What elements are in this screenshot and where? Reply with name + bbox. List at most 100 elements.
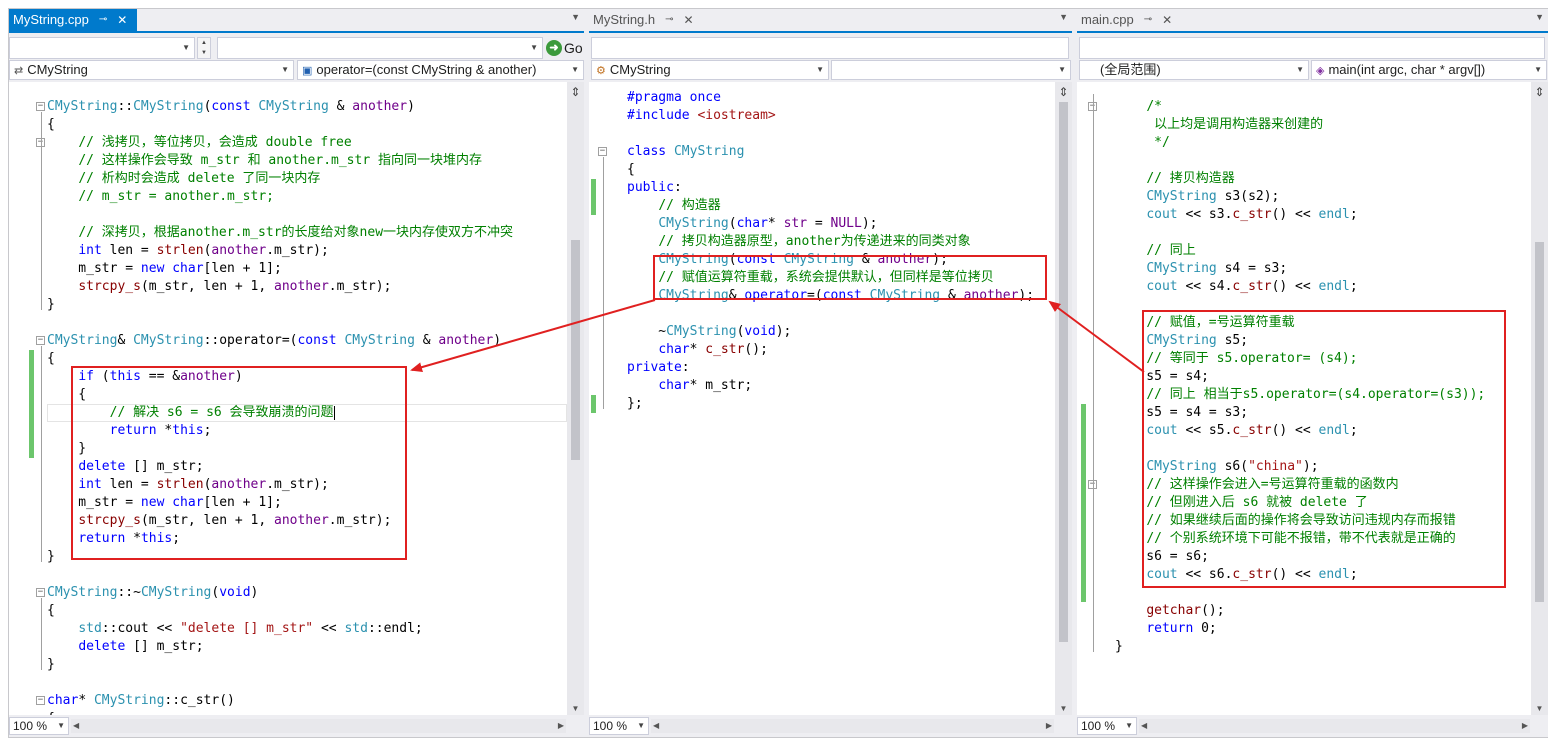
class-combo[interactable]: ⚙CMyString▼: [591, 60, 829, 80]
scroll-thumb[interactable]: [571, 240, 580, 460]
code-line[interactable]: strcpy_s(m_str, len + 1, another.m_str);: [78, 279, 392, 294]
code-line[interactable]: return *this;: [78, 531, 181, 546]
code-line[interactable]: CMyString::CMyString(const CMyString & a…: [47, 99, 415, 114]
code-line[interactable]: // 拷贝构造器原型，another为传递进来的同类对象: [658, 234, 971, 249]
scroll-left-icon[interactable]: ◀: [653, 721, 660, 730]
splitter-icon[interactable]: ⇕: [570, 85, 581, 99]
code-line[interactable]: // 同上: [1146, 243, 1196, 258]
code-line[interactable]: class CMyString: [627, 144, 745, 159]
scroll-down-icon[interactable]: ▼: [1535, 704, 1544, 713]
pin-icon[interactable]: ⊸: [665, 14, 674, 25]
horizontal-scrollbar[interactable]: ◀▶: [651, 719, 1054, 733]
code-line[interactable]: return 0;: [1146, 621, 1217, 636]
code-line[interactable]: // 赋值，=号运算符重载: [1146, 315, 1295, 330]
go-button[interactable]: ➜ Go: [546, 37, 583, 59]
find-combo[interactable]: [591, 37, 1069, 59]
code-line[interactable]: int len = strlen(another.m_str);: [78, 477, 329, 492]
scroll-down-icon[interactable]: ▼: [1059, 704, 1068, 713]
code-line[interactable]: cout << s3.c_str() << endl;: [1146, 207, 1358, 222]
collapse-toggle-icon[interactable]: −: [36, 138, 45, 147]
code-line[interactable]: ~CMyString(void);: [627, 324, 792, 339]
code-line[interactable]: CMyString(char* str = NULL);: [658, 216, 878, 231]
collapse-toggle-icon[interactable]: −: [598, 146, 607, 156]
zoom-combo[interactable]: 100 %▼: [589, 717, 649, 735]
code-line[interactable]: // 拷贝构造器: [1146, 171, 1235, 186]
code-editor[interactable]: − #pragma once#include <iostream>class C…: [589, 82, 1055, 715]
code-line[interactable]: // 个别系统环境下可能不报错，带不代表就是正确的: [1146, 531, 1456, 546]
tab-dropdown-icon[interactable]: ▼: [1535, 12, 1544, 22]
scope-combo[interactable]: (全局范围)▼: [1079, 60, 1309, 80]
code-line[interactable]: cout << s4.c_str() << endl;: [1146, 279, 1358, 294]
code-line[interactable]: }: [47, 441, 87, 456]
close-icon[interactable]: ✕: [683, 13, 694, 27]
close-icon[interactable]: ✕: [117, 13, 128, 27]
code-line[interactable]: // 赋值运算符重载，系统会提供默认，但同样是等位拷贝: [658, 270, 994, 285]
code-line[interactable]: getchar();: [1146, 603, 1225, 618]
tab-mystring-h[interactable]: MyString.h ⊸ ✕: [589, 9, 704, 31]
collapse-toggle-icon[interactable]: −: [36, 335, 45, 345]
horizontal-scrollbar[interactable]: ◀▶: [71, 719, 566, 733]
code-line[interactable]: s6 = s6;: [1115, 549, 1209, 564]
scroll-right-icon[interactable]: ▶: [557, 721, 564, 730]
collapse-toggle-icon[interactable]: −: [36, 101, 45, 111]
find-combo-1[interactable]: ▼: [9, 37, 195, 59]
collapse-toggle-icon[interactable]: −: [1088, 480, 1097, 489]
code-line[interactable]: // 析构时会造成 delete 了同一块内存: [78, 171, 321, 186]
zoom-combo[interactable]: 100 %▼: [1077, 717, 1137, 735]
code-line[interactable]: char* c_str();: [658, 342, 768, 357]
code-line[interactable]: // 这样操作会进入=号运算符重载的函数内: [1146, 477, 1399, 492]
scroll-right-icon[interactable]: ▶: [1521, 721, 1528, 730]
tab-dropdown-icon[interactable]: ▼: [1059, 12, 1068, 22]
tab-main-cpp[interactable]: main.cpp ⊸ ✕: [1077, 9, 1182, 31]
code-editor[interactable]: − − /* 以上均是调用构造器来创建的 */ // 拷贝构造器 CMyStrin…: [1077, 82, 1531, 715]
code-line[interactable]: CMyString s3(s2);: [1146, 189, 1280, 204]
code-line[interactable]: CMyString s6("china");: [1146, 459, 1319, 474]
code-line[interactable]: m_str = new char[len + 1];: [47, 495, 282, 510]
code-line[interactable]: // 同上 相当于s5.operator=(s4.operator=(s3));: [1146, 387, 1486, 402]
horizontal-scrollbar[interactable]: ◀▶: [1139, 719, 1530, 733]
code-line[interactable]: {: [47, 351, 55, 366]
code-line[interactable]: CMyString s5;: [1146, 333, 1249, 348]
code-line[interactable]: };: [627, 396, 643, 411]
code-line[interactable]: }: [47, 297, 55, 312]
find-combo-2[interactable]: ▼: [217, 37, 543, 59]
code-line[interactable]: CMyString s4 = s3;: [1146, 261, 1288, 276]
pin-icon[interactable]: ⊸: [98, 14, 108, 25]
collapse-toggle-icon[interactable]: −: [36, 695, 45, 705]
code-line[interactable]: char* m_str;: [658, 378, 753, 393]
code-line[interactable]: CMyString::~CMyString(void): [47, 585, 259, 600]
member-combo[interactable]: ▣operator=(const CMyString & another)▼: [297, 60, 584, 80]
code-line[interactable]: CMyString& CMyString::operator=(const CM…: [47, 333, 502, 348]
tab-mystring-cpp[interactable]: MyString.cpp ⊸ ✕: [9, 9, 138, 31]
close-icon[interactable]: ✕: [1162, 13, 1173, 27]
code-line[interactable]: {: [627, 162, 635, 177]
code-line[interactable]: int len = strlen(another.m_str);: [78, 243, 329, 258]
code-line[interactable]: cout << s5.c_str() << endl;: [1146, 423, 1358, 438]
code-line[interactable]: // 这样操作会导致 m_str 和 another.m_str 指向同一块堆内…: [78, 153, 482, 168]
scroll-down-icon[interactable]: ▼: [571, 704, 580, 713]
code-line[interactable]: strcpy_s(m_str, len + 1, another.m_str);: [78, 513, 392, 528]
code-line[interactable]: /*: [1146, 99, 1162, 114]
code-line[interactable]: return *this;: [109, 423, 212, 438]
code-line[interactable]: s5 = s4 = s3;: [1115, 405, 1249, 420]
vertical-scrollbar[interactable]: ⇕ ▼: [1055, 82, 1072, 715]
code-line[interactable]: */: [1146, 135, 1170, 150]
collapse-toggle-icon[interactable]: −: [36, 587, 45, 597]
code-line[interactable]: // 但刚进入后 s6 就被 delete 了: [1146, 495, 1368, 510]
code-area[interactable]: #pragma once#include <iostream>class CMy…: [627, 82, 1055, 715]
code-area[interactable]: /* 以上均是调用构造器来创建的 */ // 拷贝构造器 CMyString s…: [1115, 82, 1531, 715]
code-line[interactable]: #pragma once: [627, 90, 721, 105]
splitter-icon[interactable]: ⇕: [1534, 85, 1545, 99]
code-line[interactable]: std::cout << "delete [] m_str" << std::e…: [78, 621, 423, 636]
scroll-left-icon[interactable]: ◀: [73, 721, 80, 730]
scroll-left-icon[interactable]: ◀: [1141, 721, 1148, 730]
find-combo[interactable]: [1079, 37, 1545, 59]
scroll-thumb[interactable]: [1535, 242, 1544, 602]
code-line[interactable]: }: [47, 657, 55, 672]
tab-dropdown-icon[interactable]: ▼: [571, 12, 580, 22]
code-line[interactable]: private:: [627, 360, 690, 375]
collapse-toggle-icon[interactable]: −: [1088, 102, 1097, 111]
code-line[interactable]: m_str = new char[len + 1];: [47, 261, 282, 276]
code-line[interactable]: public:: [627, 180, 682, 195]
code-line[interactable]: cout << s6.c_str() << endl;: [1146, 567, 1358, 582]
